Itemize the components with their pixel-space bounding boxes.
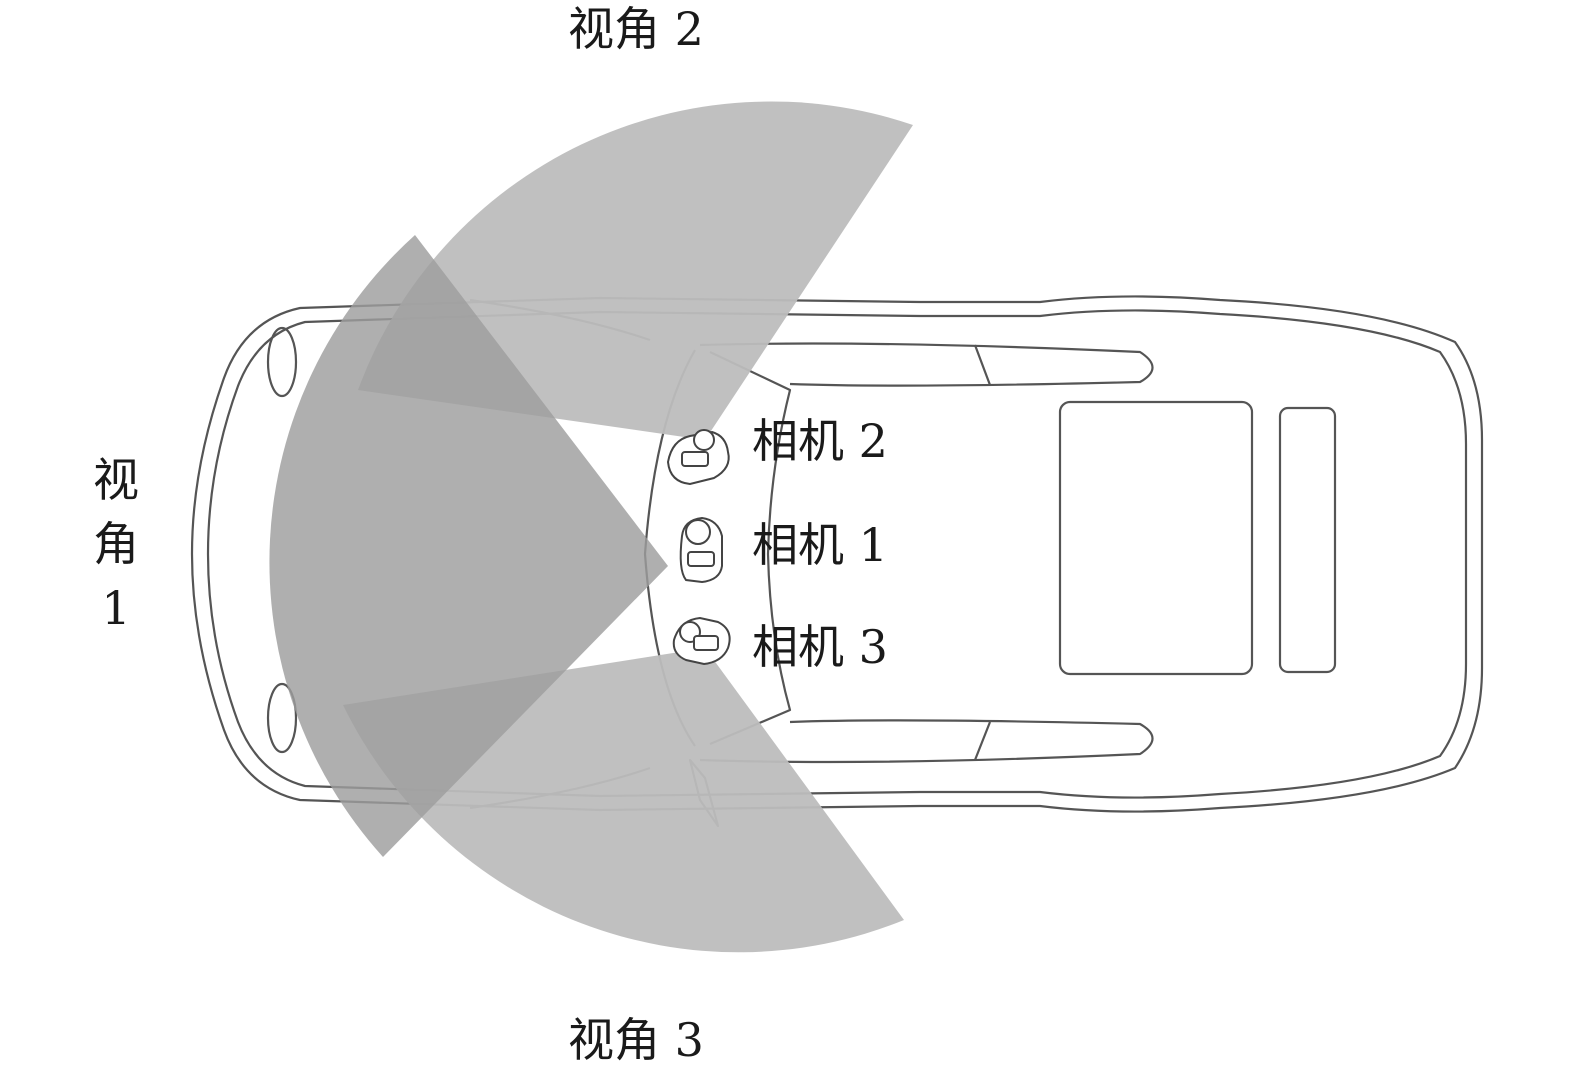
view-1-label: 视 角 1 [88, 448, 144, 640]
car-body-inner [206, 309, 1468, 799]
view-sectors [269, 101, 913, 953]
pillar-bottom [973, 721, 992, 761]
view-2-label: 视角 2 [568, 2, 704, 56]
sector-view1 [269, 235, 668, 857]
headlight-top [266, 326, 298, 398]
camera-3-label: 相机 3 [752, 620, 888, 674]
rear-window [1278, 406, 1337, 674]
view-1-label-line: 角 [93, 517, 139, 571]
windshield-inner [709, 351, 792, 746]
view-1-label-line: 1 [101, 581, 131, 635]
camera-1-label: 相机 1 [752, 518, 888, 572]
view-3-label: 视角 3 [568, 1013, 704, 1067]
cameras [666, 429, 731, 666]
side-window-top [699, 342, 1154, 387]
camera-2-label: 相机 2 [752, 414, 888, 468]
side-window-bottom [699, 719, 1154, 764]
camera-1-icon [679, 516, 723, 584]
camera-2-icon [666, 429, 730, 486]
sunroof [1058, 400, 1254, 676]
pillar-top [973, 344, 992, 386]
headlight-bottom [266, 682, 298, 754]
view-1-label-line: 视 [93, 453, 139, 507]
car-body [190, 295, 1484, 813]
camera-3-icon [672, 616, 731, 666]
